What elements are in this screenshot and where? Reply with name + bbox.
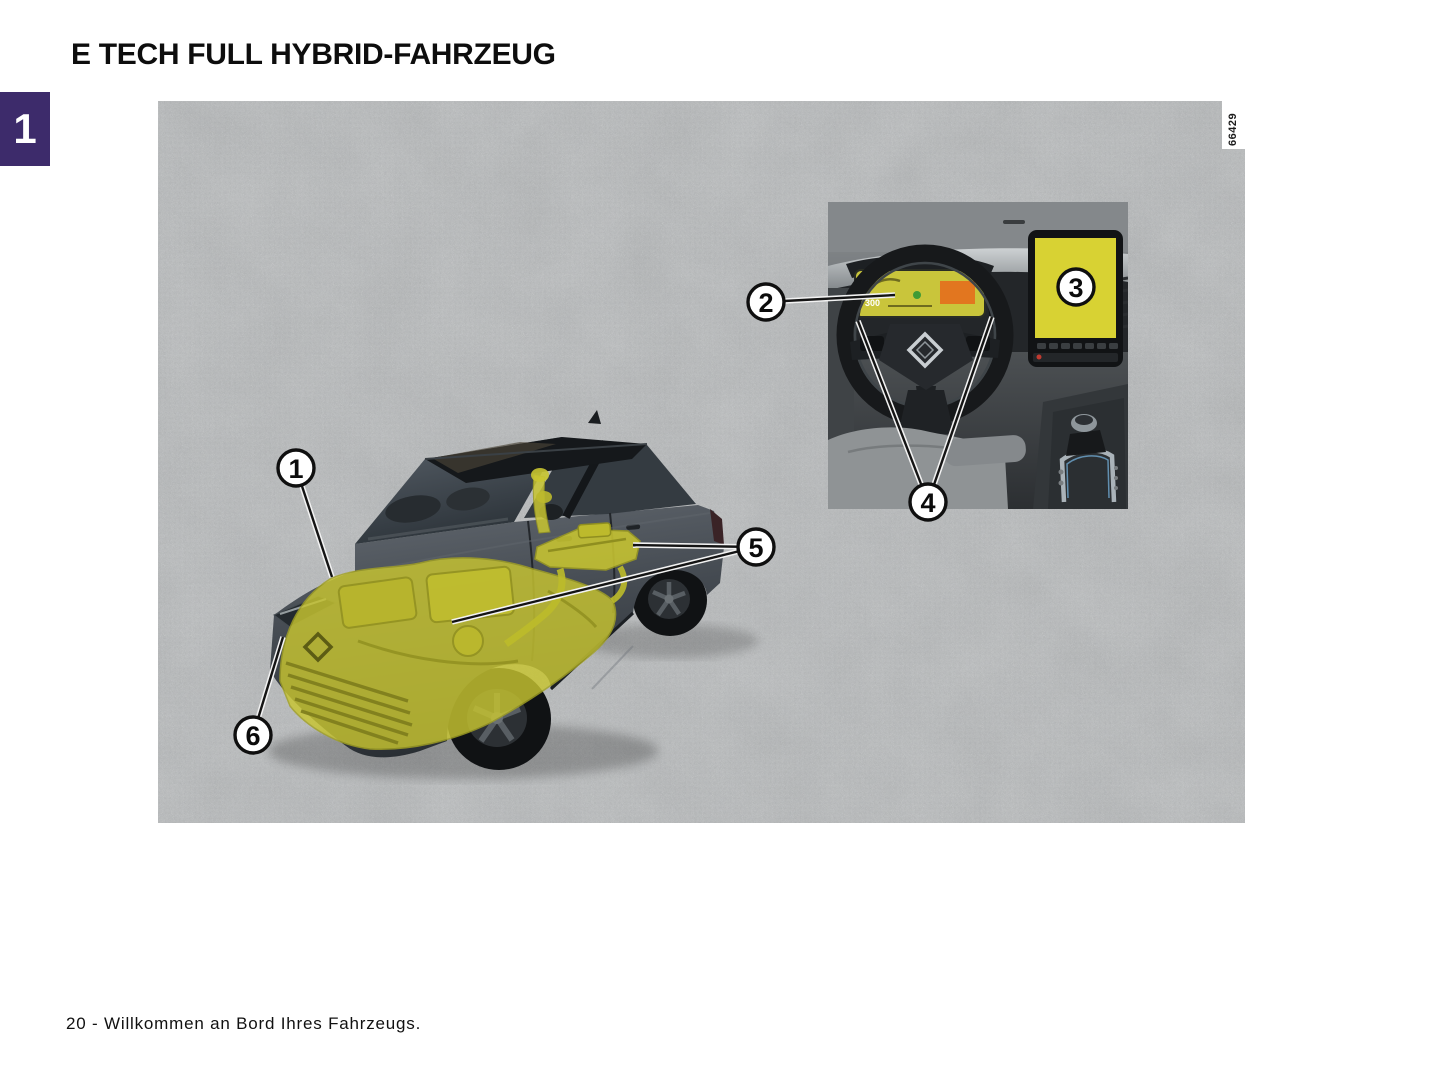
callout-lines: [250, 292, 995, 736]
callout-4: 4: [908, 482, 948, 522]
figure-canvas: 300: [158, 101, 1245, 823]
steering-wheel: [836, 244, 1014, 434]
renault-logo-icon: [302, 631, 334, 663]
svg-text:4: 4: [920, 488, 935, 518]
front-seat: [828, 427, 1026, 509]
hybrid-engine-highlight: [279, 557, 617, 751]
chapter-number: 1: [13, 105, 37, 152]
taillight: [710, 509, 724, 545]
car-illustration: [268, 410, 758, 779]
image-id-text: 66429: [1227, 113, 1239, 146]
armrest: [943, 435, 1026, 467]
svg-text:1: 1: [288, 454, 303, 484]
hybrid-overview-figure: 300: [158, 101, 1245, 823]
cluster-warning-panel: [940, 281, 975, 304]
antenna-fin: [588, 410, 601, 424]
chapter-tab: 1: [0, 92, 50, 166]
page-footer: 20 - Willkommen an Bord Ihres Fahrzeugs.: [66, 1014, 422, 1033]
callout-2: 2: [746, 282, 786, 322]
callout-1: 1: [276, 448, 316, 488]
hybrid-cable-highlight: [503, 468, 628, 647]
sunroof: [432, 442, 556, 473]
callout-5: 5: [736, 527, 776, 567]
page-title: E TECH FULL HYBRID-FAHRZEUG: [71, 38, 556, 71]
center-console: [1033, 384, 1128, 509]
hybrid-battery-highlight: [534, 522, 641, 571]
rear-wheel: [633, 564, 707, 636]
callout-3: 3: [1056, 267, 1096, 307]
svg-text:6: 6: [245, 721, 260, 751]
renault-logo-icon: [906, 331, 944, 369]
svg-text:3: 3: [1068, 273, 1083, 303]
svg-text:5: 5: [748, 533, 763, 563]
dashboard-inset: 300: [828, 202, 1128, 509]
callout-6: 6: [233, 715, 273, 755]
image-id-label: 66429: [1222, 101, 1245, 149]
cluster-speed-reading: 300: [865, 298, 880, 308]
svg-text:2: 2: [758, 288, 773, 318]
